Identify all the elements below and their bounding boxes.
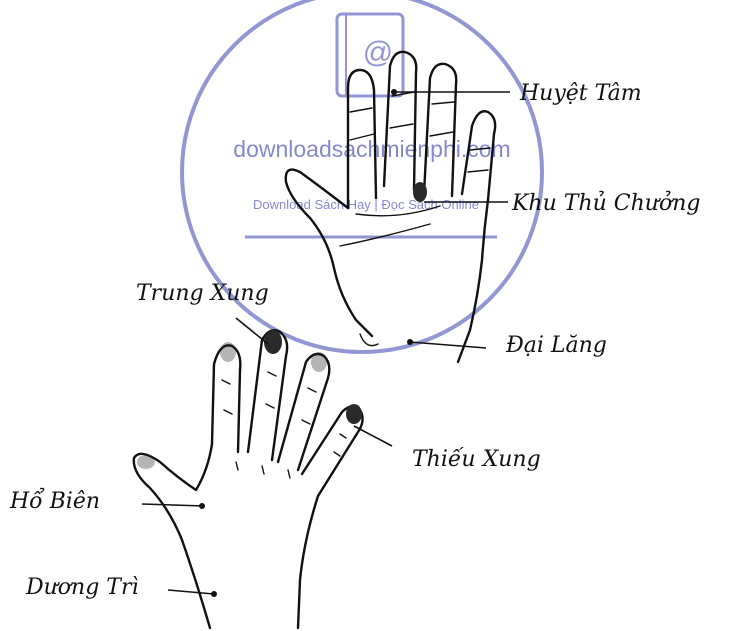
huyet-tam-dot [391,89,397,95]
label-duong-tri: Dương Trì [25,575,139,600]
thieu-xung-leader [354,426,392,446]
ho-bien-dot [199,503,205,509]
back-hand [134,330,363,628]
leader-lines [142,89,510,597]
watermark-tagline: Download Sách Hay | Đọc Sách Online [253,197,479,212]
dai-lang-leader [410,342,486,348]
duong-tri-leader [168,590,214,594]
back-ring-nail [311,352,327,372]
palm-head-line [340,224,430,246]
thieu-xung-point [346,404,362,424]
khu-thu-chuong-point [413,182,427,202]
back-base-marks [236,462,290,478]
dai-lang-dot [407,339,413,345]
back-outer-edge [298,496,318,628]
back-index-nail [220,342,236,362]
ho-bien-leader [142,504,204,506]
label-trung-xung: Trung Xung [136,281,269,306]
back-thumb-nail [137,455,155,469]
label-ho-bien: Hổ Biên [9,486,100,514]
label-khu-thu-chuong: Khu Thủ Chưởng [511,190,700,216]
watermark-logo-glyph: @ [363,36,393,69]
label-dai-lang: Đại Lăng [505,333,607,358]
label-huyet-tam: Huyệt Tâm [519,81,642,106]
back-thumb [134,444,212,628]
palm-ring-finger [384,52,416,190]
palm-middle-finger [424,64,456,196]
duong-tri-dot [211,591,217,597]
palm-outer-edge [458,200,488,362]
palm-wrist-crease [360,334,378,346]
palm-thumb [286,170,372,336]
label-thieu-xung: Thiếu Xung [412,446,541,472]
watermark-logo-icon: @ [337,14,403,96]
